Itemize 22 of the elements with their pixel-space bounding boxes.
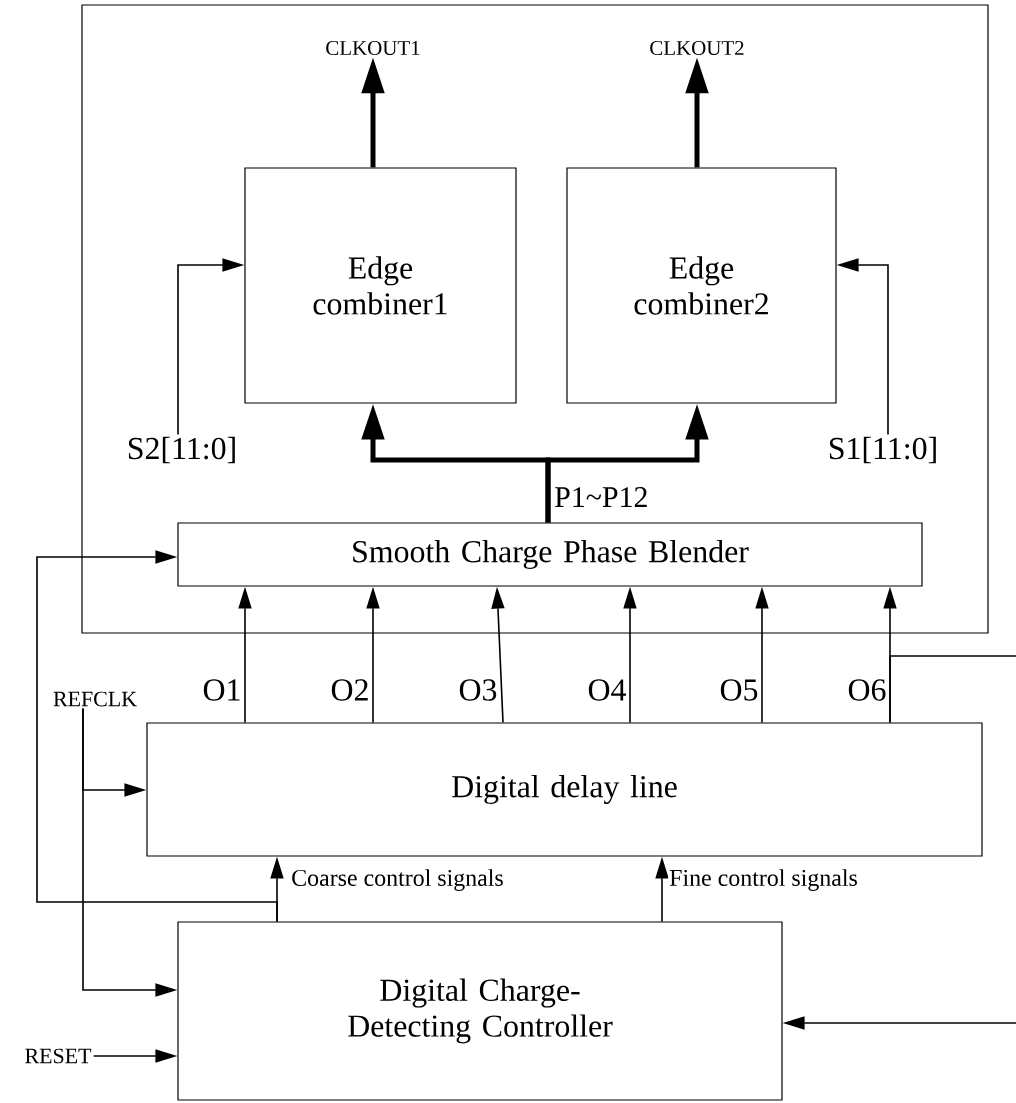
- process-box: Digital delay line: [146, 722, 983, 857]
- signal-label: RESET: [25, 1048, 92, 1064]
- process-box: Edge combiner1: [244, 167, 517, 404]
- edge-label: O2: [329, 678, 371, 702]
- process-box: Edge combiner2: [566, 167, 837, 404]
- signal-label: CLKOUT2: [650, 41, 744, 56]
- frame-box: [81, 4, 989, 634]
- process-box: Digital Charge-Detecting Controller: [177, 921, 783, 1101]
- edge-label: Fine control signals: [668, 868, 859, 892]
- signal-label: S2[11:0]: [128, 436, 235, 464]
- edge-label: O3: [457, 678, 499, 702]
- edge-label: O4: [586, 678, 628, 702]
- edge-label: O6: [846, 678, 888, 702]
- signal-label: S1[11:0]: [829, 436, 936, 464]
- signal-label: REFCLK: [53, 691, 137, 707]
- edge-label: P1~P12: [553, 486, 650, 508]
- edge-label: Coarse control signals: [290, 868, 505, 892]
- signal-label: CLKOUT1: [326, 41, 420, 56]
- edge-label: O1: [201, 678, 243, 702]
- arrow: [36, 550, 278, 923]
- process-box: Smooth Charge Phase Blender: [177, 522, 923, 587]
- edge-label: O5: [718, 678, 760, 702]
